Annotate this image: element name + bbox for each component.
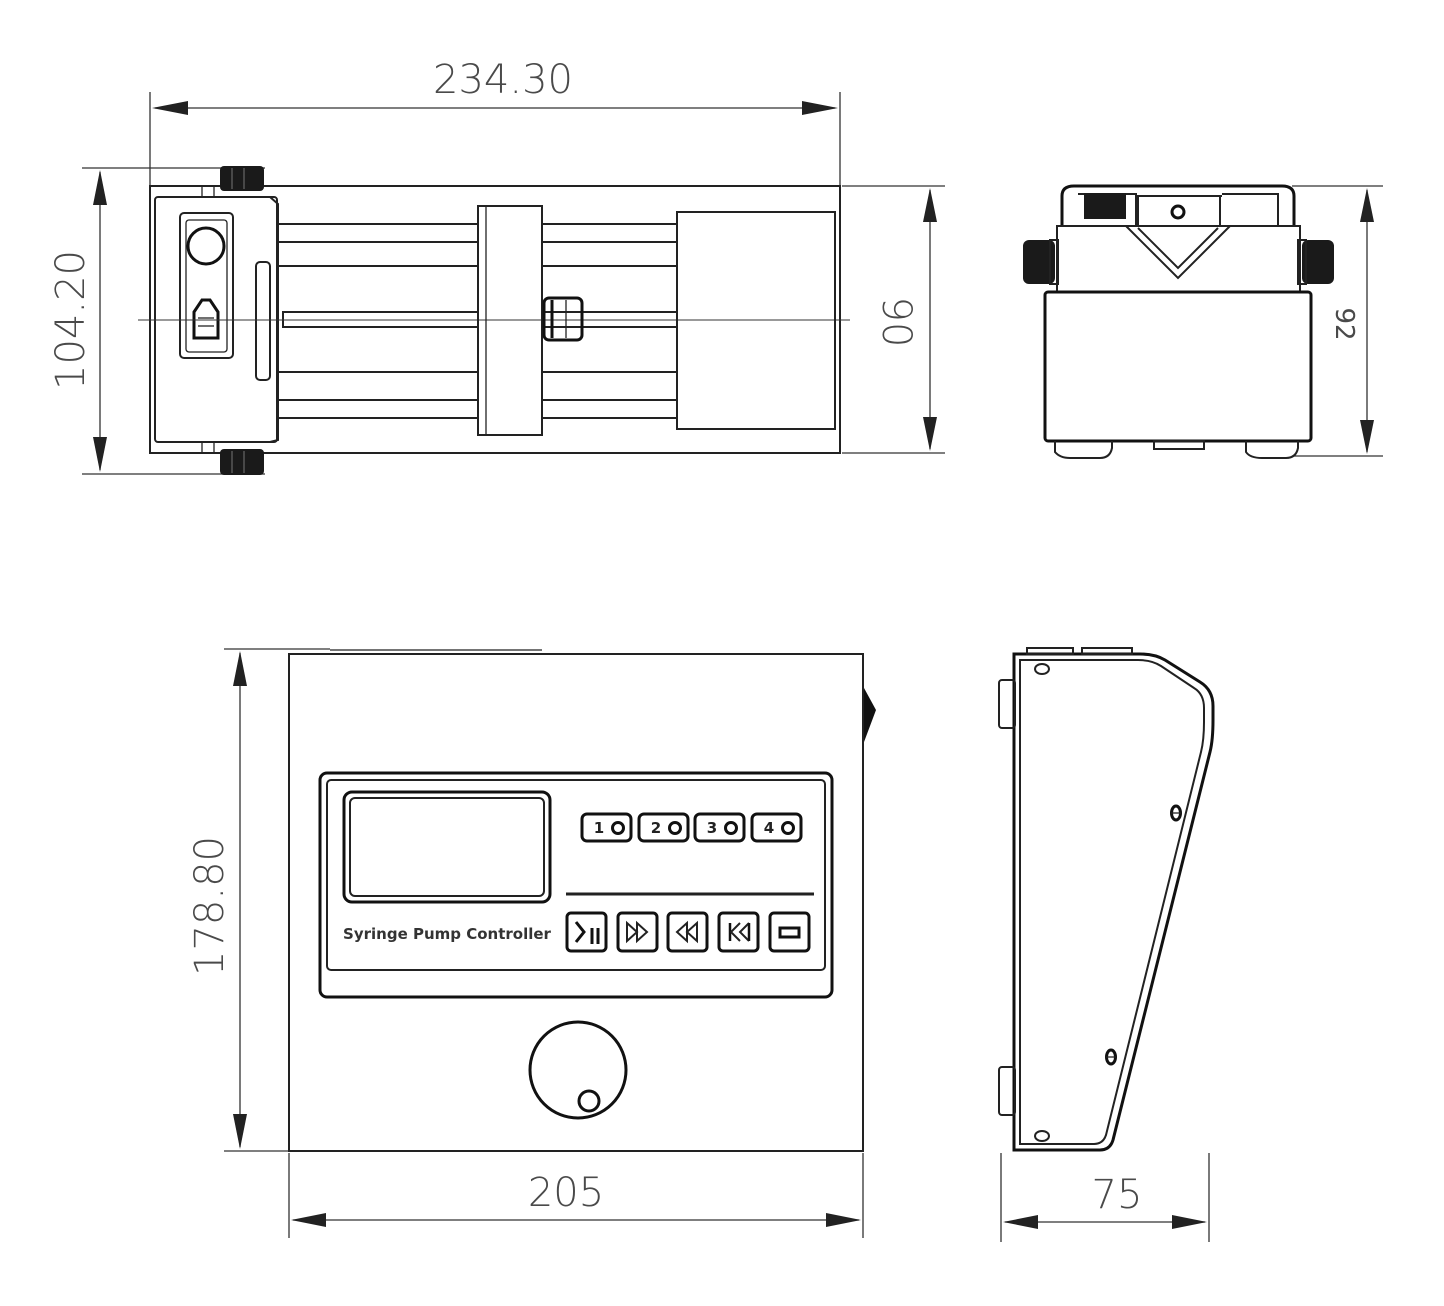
- led-icon: [781, 821, 795, 835]
- channel-key-1[interactable]: 1: [580, 812, 633, 843]
- front-width-dimension: 205: [288, 1153, 864, 1238]
- front-width-label: 205: [528, 1170, 604, 1216]
- top-knob-icon: [220, 166, 264, 191]
- front-height-label: 178.80: [187, 836, 233, 976]
- channel-key-3-label: 3: [707, 819, 717, 837]
- knob-indicator-icon: [577, 1089, 601, 1113]
- top-depth-label: 104.20: [48, 250, 94, 390]
- top-width-label: 234.30: [433, 57, 573, 103]
- skip-back-button[interactable]: [717, 911, 760, 953]
- top-depth-dimension: 104.20: [48, 167, 265, 475]
- end-height-dimension: 92: [1292, 185, 1383, 457]
- lead-screw-nut-icon: [542, 296, 584, 342]
- run-stop-icon: [574, 921, 586, 943]
- end-left-knob-icon: [1023, 240, 1055, 284]
- front-view: 178.80 205 Syringe Pump Controller 1: [187, 648, 876, 1238]
- run-stop-button[interactable]: [565, 911, 608, 953]
- top-width-dimension: 234.30: [149, 57, 841, 185]
- skip-back-icon: [729, 922, 750, 942]
- led-icon: [668, 821, 682, 835]
- side-depth-dimension: 75: [1000, 1153, 1210, 1242]
- side-view: 75: [998, 647, 1215, 1242]
- end-right-knob-icon: [1302, 240, 1334, 284]
- channel-key-3[interactable]: 3: [693, 812, 746, 843]
- rewind-icon: [675, 920, 698, 944]
- top-height-dimension: 90: [842, 185, 945, 454]
- channel-key-4[interactable]: 4: [750, 812, 803, 843]
- end-height-label: 92: [1329, 307, 1359, 340]
- rewind-button[interactable]: [666, 911, 709, 953]
- led-icon: [724, 821, 738, 835]
- top-height-label: 90: [873, 297, 919, 348]
- lcd-screen: [342, 790, 552, 904]
- channel-key-2-label: 2: [651, 819, 661, 837]
- top-view: 234.30 104.20 90: [48, 57, 945, 475]
- fast-forward-icon: [626, 920, 649, 944]
- end-top-knob-icon: [1084, 193, 1126, 219]
- channel-key-4-label: 4: [764, 819, 774, 837]
- led-icon: [611, 821, 625, 835]
- front-height-dimension: 178.80: [187, 648, 330, 1152]
- rotary-knob[interactable]: [528, 1020, 628, 1120]
- menu-icon: [778, 926, 801, 939]
- clamp-knob-icon: [186, 226, 226, 266]
- end-screw-icon: [1170, 204, 1186, 220]
- side-depth-label: 75: [1092, 1172, 1143, 1218]
- bottom-knob-icon: [220, 449, 264, 475]
- menu-button[interactable]: [768, 911, 811, 953]
- side-screw-icon: [1034, 663, 1050, 675]
- channel-key-1-label: 1: [594, 819, 604, 837]
- fast-forward-button[interactable]: [616, 911, 659, 953]
- side-screw-icon: [1034, 1130, 1050, 1142]
- panel-label: Syringe Pump Controller: [343, 925, 552, 943]
- channel-key-2[interactable]: 2: [637, 812, 690, 843]
- end-view: 92: [1023, 184, 1383, 459]
